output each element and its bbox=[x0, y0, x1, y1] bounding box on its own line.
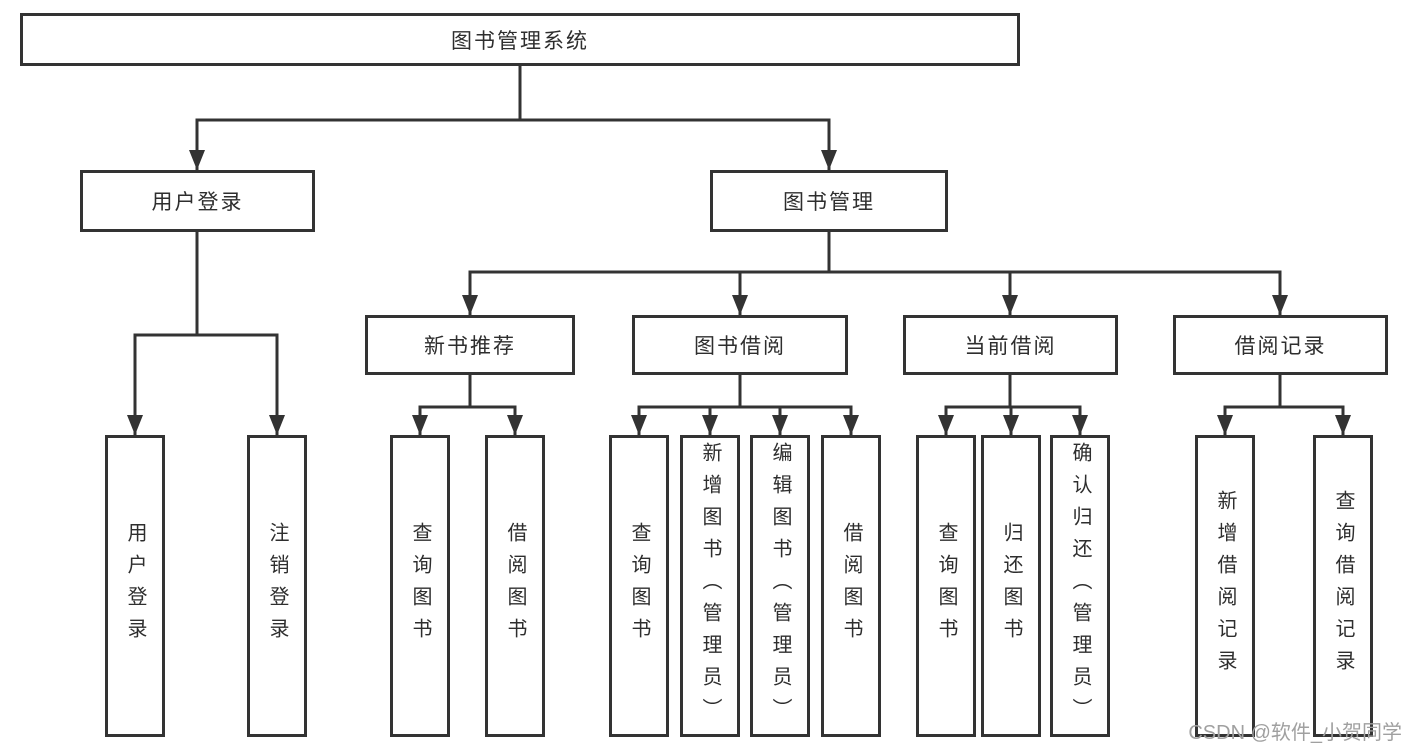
leaf-user-login: 用户登录 bbox=[105, 435, 165, 737]
leaf-logout: 注销登录 bbox=[247, 435, 307, 737]
leaf-bb-query-books: 查询图书 bbox=[609, 435, 669, 737]
leaf-label: 查询图书 bbox=[935, 522, 957, 650]
leaf-label: 借阅图书 bbox=[840, 522, 862, 650]
leaf-label: 新增借阅记录 bbox=[1214, 490, 1236, 682]
leaf-nbr-borrow-books: 借阅图书 bbox=[485, 435, 545, 737]
node-root-system: 图书管理系统 bbox=[20, 13, 1020, 66]
leaf-cb-return-books: 归还图书 bbox=[981, 435, 1041, 737]
leaf-bb-borrow-books: 借阅图书 bbox=[821, 435, 881, 737]
leaf-bb-edit-books-admin: 编辑图书（管理员） bbox=[750, 435, 810, 737]
leaf-label: 归还图书 bbox=[1000, 522, 1022, 650]
leaf-nbr-query-books: 查询图书 bbox=[390, 435, 450, 737]
node-user-login: 用户登录 bbox=[80, 170, 315, 232]
leaf-label: 查询图书 bbox=[628, 522, 650, 650]
leaf-cb-confirm-return-admin: 确认归还（管理员） bbox=[1050, 435, 1110, 737]
leaf-label: 借阅图书 bbox=[504, 522, 526, 650]
node-new-book-recommend: 新书推荐 bbox=[365, 315, 575, 375]
leaf-label: 编辑图书（管理员） bbox=[769, 442, 791, 730]
leaf-label: 新增图书（管理员） bbox=[699, 442, 721, 730]
node-book-borrow: 图书借阅 bbox=[632, 315, 848, 375]
leaf-br-query-record: 查询借阅记录 bbox=[1313, 435, 1373, 737]
csdn-watermark: CSDN @软件_小贺同学 bbox=[1188, 722, 1402, 744]
leaf-br-add-record: 新增借阅记录 bbox=[1195, 435, 1255, 737]
leaf-label: 确认归还（管理员） bbox=[1069, 442, 1091, 730]
node-borrow-records: 借阅记录 bbox=[1173, 315, 1388, 375]
leaf-label: 查询借阅记录 bbox=[1332, 490, 1354, 682]
connector-group bbox=[127, 66, 1351, 435]
leaf-label: 查询图书 bbox=[409, 522, 431, 650]
leaf-bb-add-books-admin: 新增图书（管理员） bbox=[680, 435, 740, 737]
leaf-cb-query-books: 查询图书 bbox=[916, 435, 976, 737]
node-current-borrow: 当前借阅 bbox=[903, 315, 1118, 375]
node-book-mgmt: 图书管理 bbox=[710, 170, 948, 232]
leaf-label: 注销登录 bbox=[266, 522, 288, 650]
leaf-label: 用户登录 bbox=[124, 522, 146, 650]
